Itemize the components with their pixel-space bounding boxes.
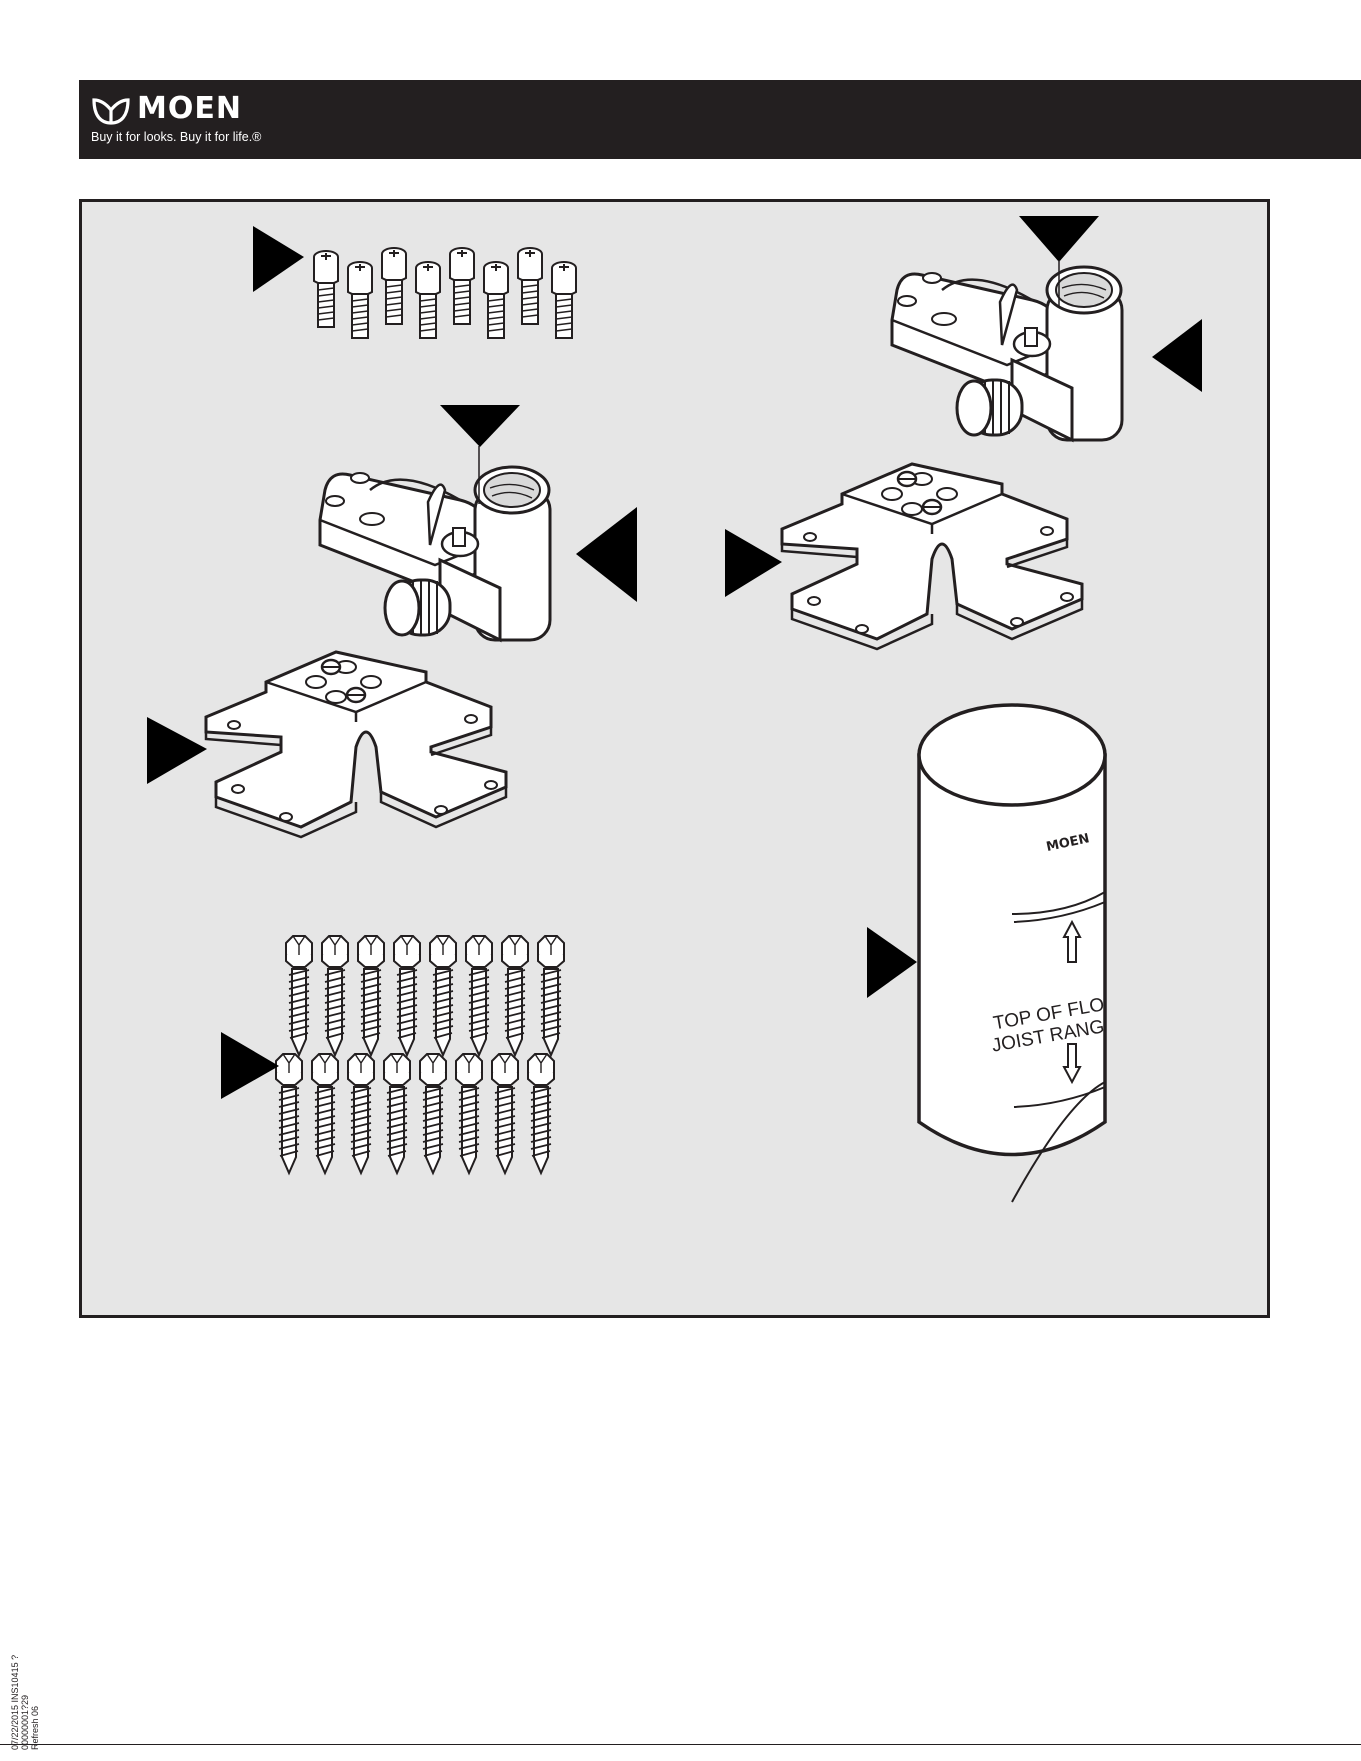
document-code-line2: Refresh 06 [30, 1630, 40, 1750]
callout-arrow-lag-screws [221, 1032, 279, 1099]
callout-arrow-valve-right-side [1152, 319, 1202, 392]
floor-sleeve: MOEN TOP OF FLO JOIST RANG [919, 705, 1106, 1202]
valve-body-right [892, 267, 1122, 440]
callout-arrow-cap-screws [253, 226, 304, 292]
callout-arrow-valve-left-side [576, 507, 637, 602]
callout-arrow-bracket-right [725, 529, 782, 597]
callout-arrow-valve-left-top [440, 405, 520, 447]
parts-illustration: MOEN TOP OF FLO JOIST RANG [82, 202, 1267, 1315]
brand-header: MOEN Buy it for looks. Buy it for life.® [79, 80, 1361, 159]
mounting-bracket-right [782, 464, 1082, 649]
parts-illustration-panel: MOEN TOP OF FLO JOIST RANG [79, 199, 1270, 1318]
brand-tagline: Buy it for looks. Buy it for life.® [91, 130, 261, 144]
document-code-line1: 07/22/2015 INS10415 ?00000001?29 [10, 1630, 30, 1750]
mounting-bracket-left [206, 652, 506, 837]
footer-rule [0, 1744, 1361, 1745]
cap-screws-group [314, 248, 576, 338]
moen-logo-icon [91, 96, 131, 126]
callout-arrow-floor-sleeve [867, 927, 917, 998]
document-code: 07/22/2015 INS10415 ?00000001?29 Refresh… [10, 1630, 40, 1750]
lag-screws-group [276, 936, 564, 1173]
brand-name: MOEN [137, 92, 242, 126]
valve-body-left [320, 467, 550, 640]
callout-arrow-bracket-left [147, 717, 207, 784]
callout-arrow-valve-right-top [1019, 216, 1099, 262]
